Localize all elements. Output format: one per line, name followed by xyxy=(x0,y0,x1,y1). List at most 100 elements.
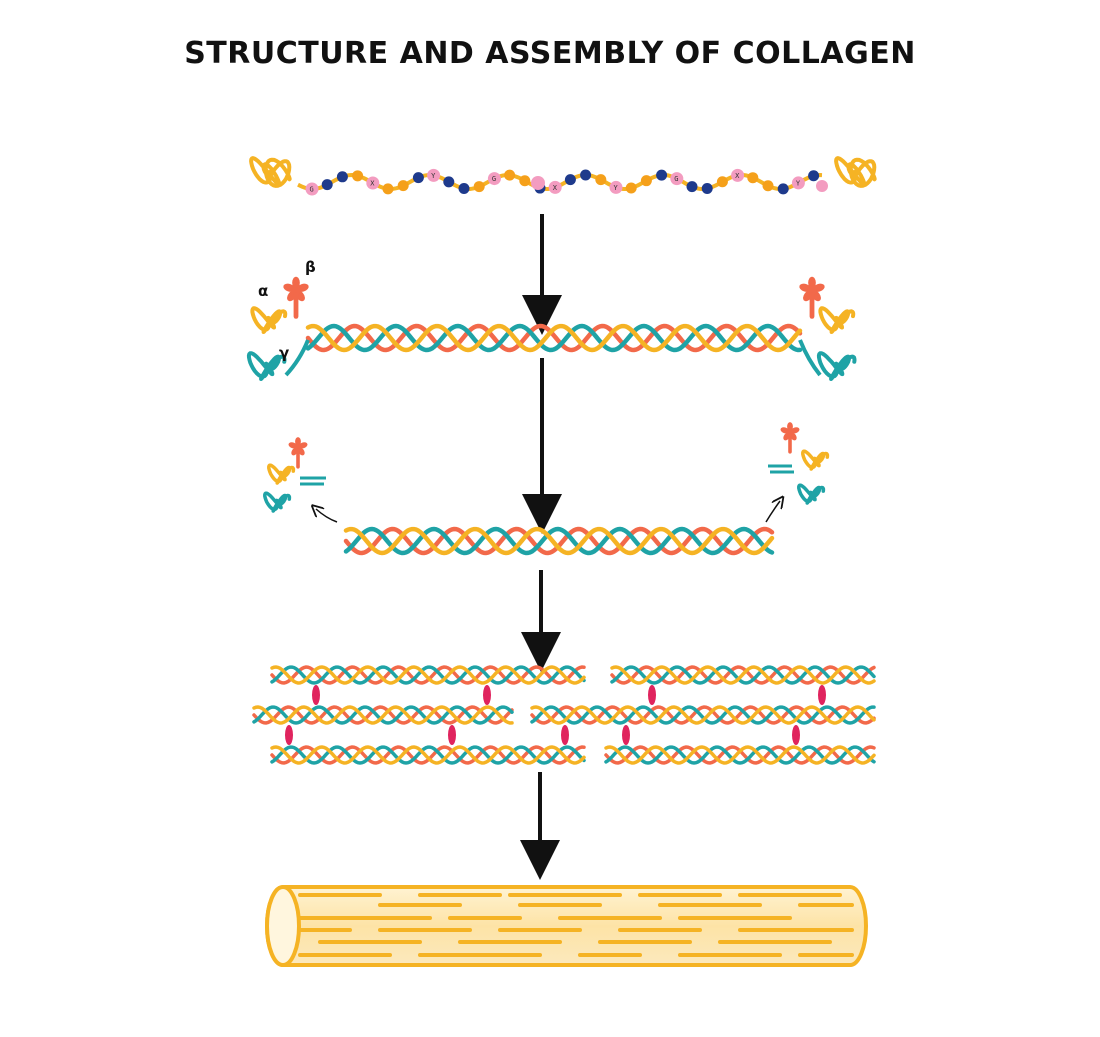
crosslink xyxy=(285,725,293,745)
residue-bead xyxy=(321,179,333,191)
right-propeptides xyxy=(798,276,857,381)
right-coil-path xyxy=(834,156,877,188)
residue-bead xyxy=(427,168,441,182)
residue-bead xyxy=(412,172,424,184)
residue-bead xyxy=(564,174,576,186)
alpha-label: α xyxy=(258,282,268,300)
residue-bead xyxy=(397,180,409,192)
residue-bead xyxy=(762,180,774,192)
cleaved-left-stub xyxy=(300,476,326,486)
flower-center xyxy=(807,285,817,295)
process-arrows xyxy=(520,214,562,880)
residue-bead xyxy=(686,181,698,193)
left-coil-path xyxy=(249,156,292,188)
fibril-row3-seg2-strand-2 xyxy=(604,745,876,765)
cleaved-right-teal xyxy=(797,483,826,505)
residue-bead xyxy=(487,172,501,186)
cleaved-right-stub xyxy=(768,464,794,474)
residue-label: Y xyxy=(796,179,801,187)
residue-bead xyxy=(670,172,684,186)
right-teal-propeptide xyxy=(816,351,857,381)
fibril-row3-seg2-strand-3 xyxy=(604,745,876,765)
step-5-collagen-fiber xyxy=(265,885,868,967)
crosslink xyxy=(448,725,456,745)
cleavage-arrow-left xyxy=(316,509,338,523)
residue-bead xyxy=(382,183,394,195)
residue-bead xyxy=(473,181,485,193)
residue-bead xyxy=(777,183,789,195)
cleaved-left-propeptide xyxy=(263,437,326,513)
procollagen-strand-1 xyxy=(305,323,803,353)
residue-bead xyxy=(808,170,820,182)
residue-bead xyxy=(548,180,562,194)
residue-label: X xyxy=(370,179,375,187)
residue-bead xyxy=(580,169,592,181)
fibril-row2-seg2-strand-1 xyxy=(530,705,876,725)
gamma-propeptide xyxy=(246,351,287,381)
right-terminal-coil xyxy=(834,156,877,188)
residue-bead xyxy=(366,176,380,190)
residue-bead xyxy=(504,169,516,181)
fibril-row3-seg1-strand-3 xyxy=(270,745,586,765)
residue-bead xyxy=(791,176,805,190)
procollagen-strand-2 xyxy=(305,323,803,353)
crosslink xyxy=(312,685,320,705)
left-terminal-coil xyxy=(249,156,292,188)
cleaved-right-yellow xyxy=(801,449,830,471)
crosslink xyxy=(818,685,826,705)
procollagen-strand-3 xyxy=(305,323,803,353)
residue-label: Y xyxy=(431,172,436,180)
fibril-row1-seg1-strand-3 xyxy=(270,665,586,685)
residue-bead xyxy=(716,176,728,188)
crosslink xyxy=(792,725,800,745)
staggered-helices xyxy=(252,665,876,765)
residue-bead xyxy=(640,175,652,187)
step-3-tropocollagen xyxy=(263,422,830,556)
crosslink xyxy=(483,685,491,705)
residue-bead xyxy=(701,183,713,195)
cleaved-right-propeptide xyxy=(768,422,830,505)
residue-bead xyxy=(816,180,828,192)
residue-bead xyxy=(458,183,470,195)
step-2-procollagen: α β γ xyxy=(246,258,857,381)
residue-bead xyxy=(531,176,545,190)
residue-bead xyxy=(443,176,455,188)
residue-bead xyxy=(595,174,607,186)
right-yellow-propeptide xyxy=(818,306,856,334)
crosslink xyxy=(561,725,569,745)
fiber-striations xyxy=(298,893,854,957)
residue-label: G xyxy=(310,185,314,193)
beta-label: β xyxy=(305,258,316,276)
fibril-row1-seg1-strand-2 xyxy=(270,665,586,685)
beta-propeptide xyxy=(283,276,309,319)
residue-bead xyxy=(656,169,668,181)
flower-center xyxy=(786,428,794,436)
right-red-propeptide xyxy=(799,276,825,319)
cleavage-arrow-right xyxy=(765,501,780,523)
right-teal-linker xyxy=(798,339,822,377)
tropocollagen-strand-3 xyxy=(343,526,775,556)
residue-bead xyxy=(747,172,759,184)
fibril-row2-seg1-strand-2 xyxy=(252,705,514,725)
flower-center xyxy=(291,285,301,295)
residue-label: Y xyxy=(614,184,619,192)
residue-bead xyxy=(625,182,637,194)
residue-bead xyxy=(305,182,319,196)
residue-label: X xyxy=(553,184,558,192)
residue-label: G xyxy=(492,175,496,183)
residue-bead xyxy=(519,175,531,187)
fibril-row2-seg1-strand-3 xyxy=(252,705,514,725)
alpha-propeptide xyxy=(250,306,288,334)
fiber-end-face xyxy=(265,885,301,967)
residue-bead xyxy=(731,168,745,182)
tropocollagen-triple-helix xyxy=(343,526,775,556)
fibril-row2-seg2-strand-3 xyxy=(530,705,876,725)
residue-bead xyxy=(352,170,364,182)
crosslinks xyxy=(285,685,826,745)
residue-bead xyxy=(609,180,623,194)
crosslink xyxy=(622,725,630,745)
flower-center xyxy=(294,443,302,451)
